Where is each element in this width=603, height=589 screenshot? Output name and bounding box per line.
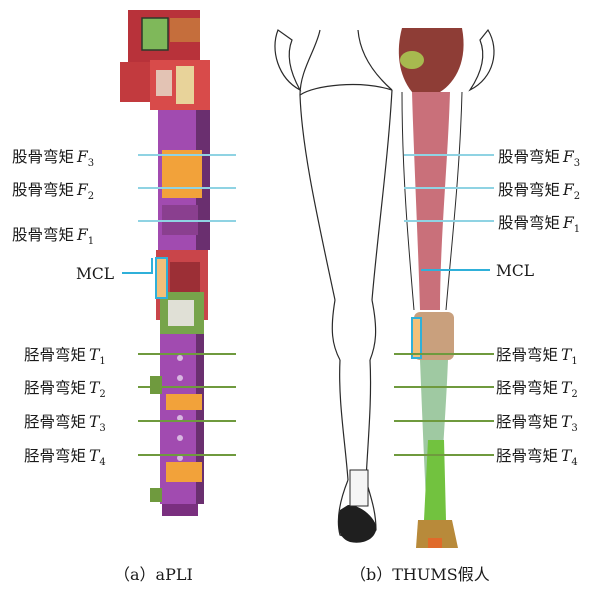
caption-left: （a）aPLI — [114, 565, 193, 584]
apli-knee-detail — [170, 262, 200, 292]
thums-femur — [412, 92, 450, 310]
thums-femur-head — [400, 51, 424, 69]
apli-side-block — [120, 62, 150, 102]
apli-tibia-clip-2 — [150, 488, 162, 502]
thums-wire-leg — [300, 30, 392, 538]
apli-hip-detail-2 — [176, 66, 194, 104]
thums-model — [275, 28, 494, 548]
thums-mcl-box — [412, 318, 421, 358]
thums-wire-foot — [338, 505, 376, 543]
apli-knee-inset — [168, 300, 194, 326]
thums-heel — [428, 538, 442, 548]
apli-femur-orange — [162, 150, 202, 198]
thums-thigh-outline-l — [402, 92, 414, 310]
right-label-mcl: MCL — [496, 262, 534, 280]
left-line-mcl — [122, 258, 152, 273]
apli-top-panel — [142, 18, 168, 50]
caption-right: （b）THUMS假人 — [350, 565, 490, 584]
thums-left-hand — [275, 30, 300, 90]
thums-right-hand — [470, 30, 494, 90]
apli-tibia-orange-1 — [166, 394, 202, 410]
apli-impactor — [120, 10, 210, 516]
apli-mcl-box — [156, 258, 167, 298]
apli-tibia-orange-2 — [166, 462, 202, 482]
thums-wire-ankle — [350, 470, 368, 506]
apli-tibia-clip — [150, 376, 162, 394]
apli-foot — [162, 504, 198, 516]
apli-top-block — [170, 18, 200, 42]
apli-hip-detail — [156, 70, 172, 96]
left-label-mcl: MCL — [76, 265, 114, 283]
